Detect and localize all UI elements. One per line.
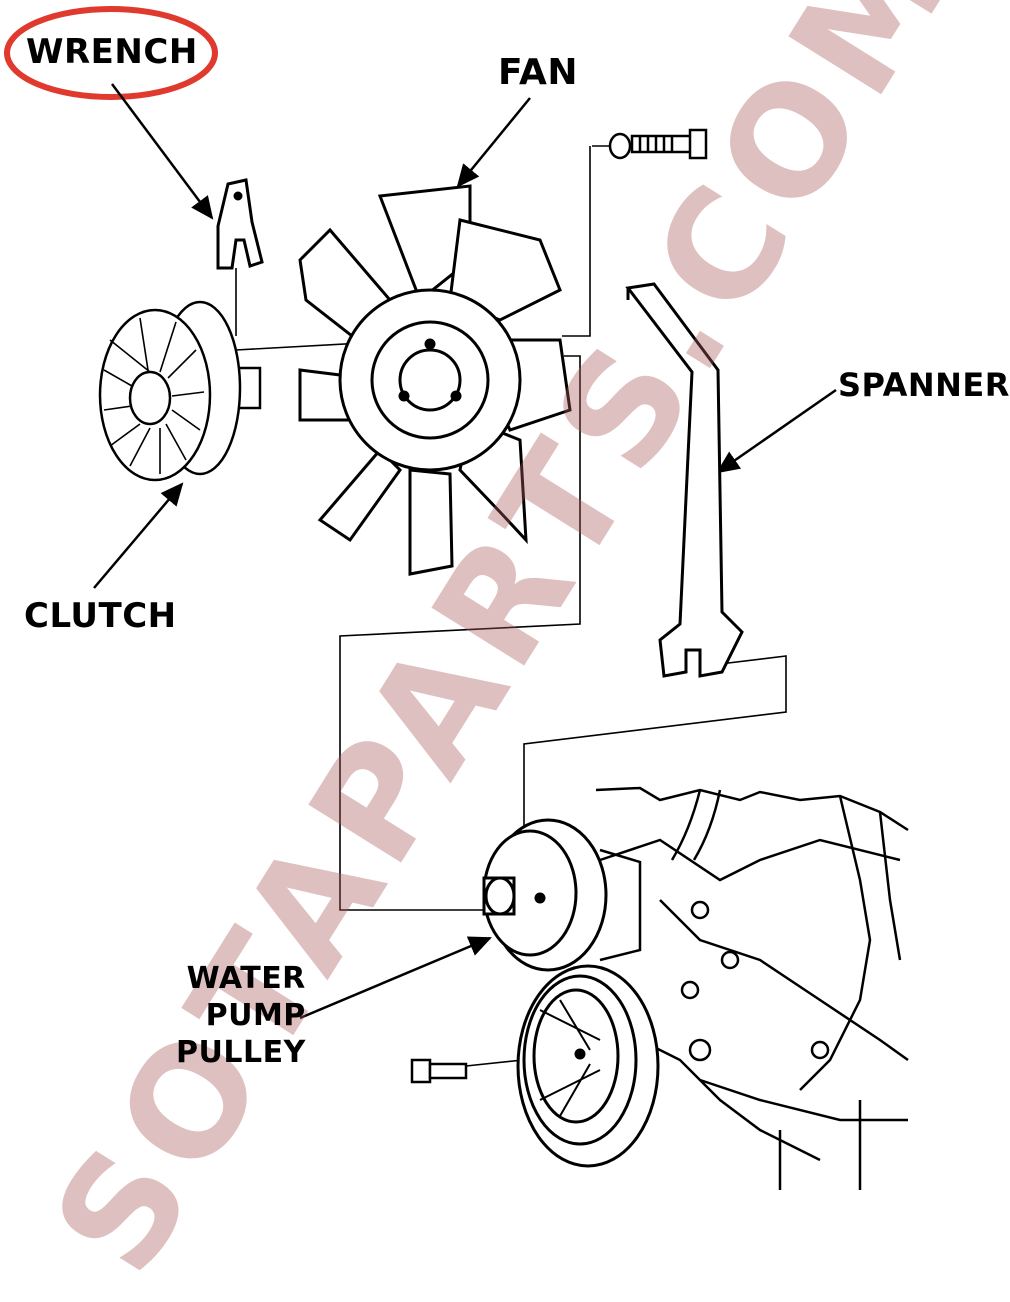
crankshaft-pulley xyxy=(516,964,660,1168)
fan-label: FAN xyxy=(498,52,578,93)
spanner-leader xyxy=(716,388,837,474)
pulley-leader xyxy=(299,936,492,1020)
fan-bolt xyxy=(608,128,708,160)
wrench-highlight-ring xyxy=(4,6,218,100)
diagram-drawing xyxy=(4,6,909,1190)
water-pump-pulley-line-3: PULLEY xyxy=(176,1035,306,1070)
clutch xyxy=(98,300,262,482)
water-pump-pulley-line-1: WATER xyxy=(186,961,306,996)
water-pump-pulley xyxy=(482,818,608,972)
spanner-label: SPANNER xyxy=(838,366,1010,404)
wrench-leader xyxy=(110,83,214,220)
wrench-label: WRENCH xyxy=(26,32,198,72)
crank-bolt xyxy=(410,1058,468,1084)
fan-leader xyxy=(456,97,531,188)
spanner xyxy=(625,282,744,678)
clutch-leader xyxy=(93,482,184,589)
clutch-label: CLUTCH xyxy=(24,596,177,636)
wrench-tool xyxy=(216,178,264,270)
engine-block xyxy=(595,786,909,1190)
water-pump-pulley-line-2: PUMP xyxy=(205,998,306,1033)
leader-arrows xyxy=(93,83,837,1020)
water-pump-pulley-label: WATER PUMP PULLEY xyxy=(176,960,306,1071)
diagram-canvas: SOTAPARTS.COM WRENCH FAN SPANNER CLUTCH … xyxy=(4,0,1010,1302)
fan xyxy=(298,184,572,576)
